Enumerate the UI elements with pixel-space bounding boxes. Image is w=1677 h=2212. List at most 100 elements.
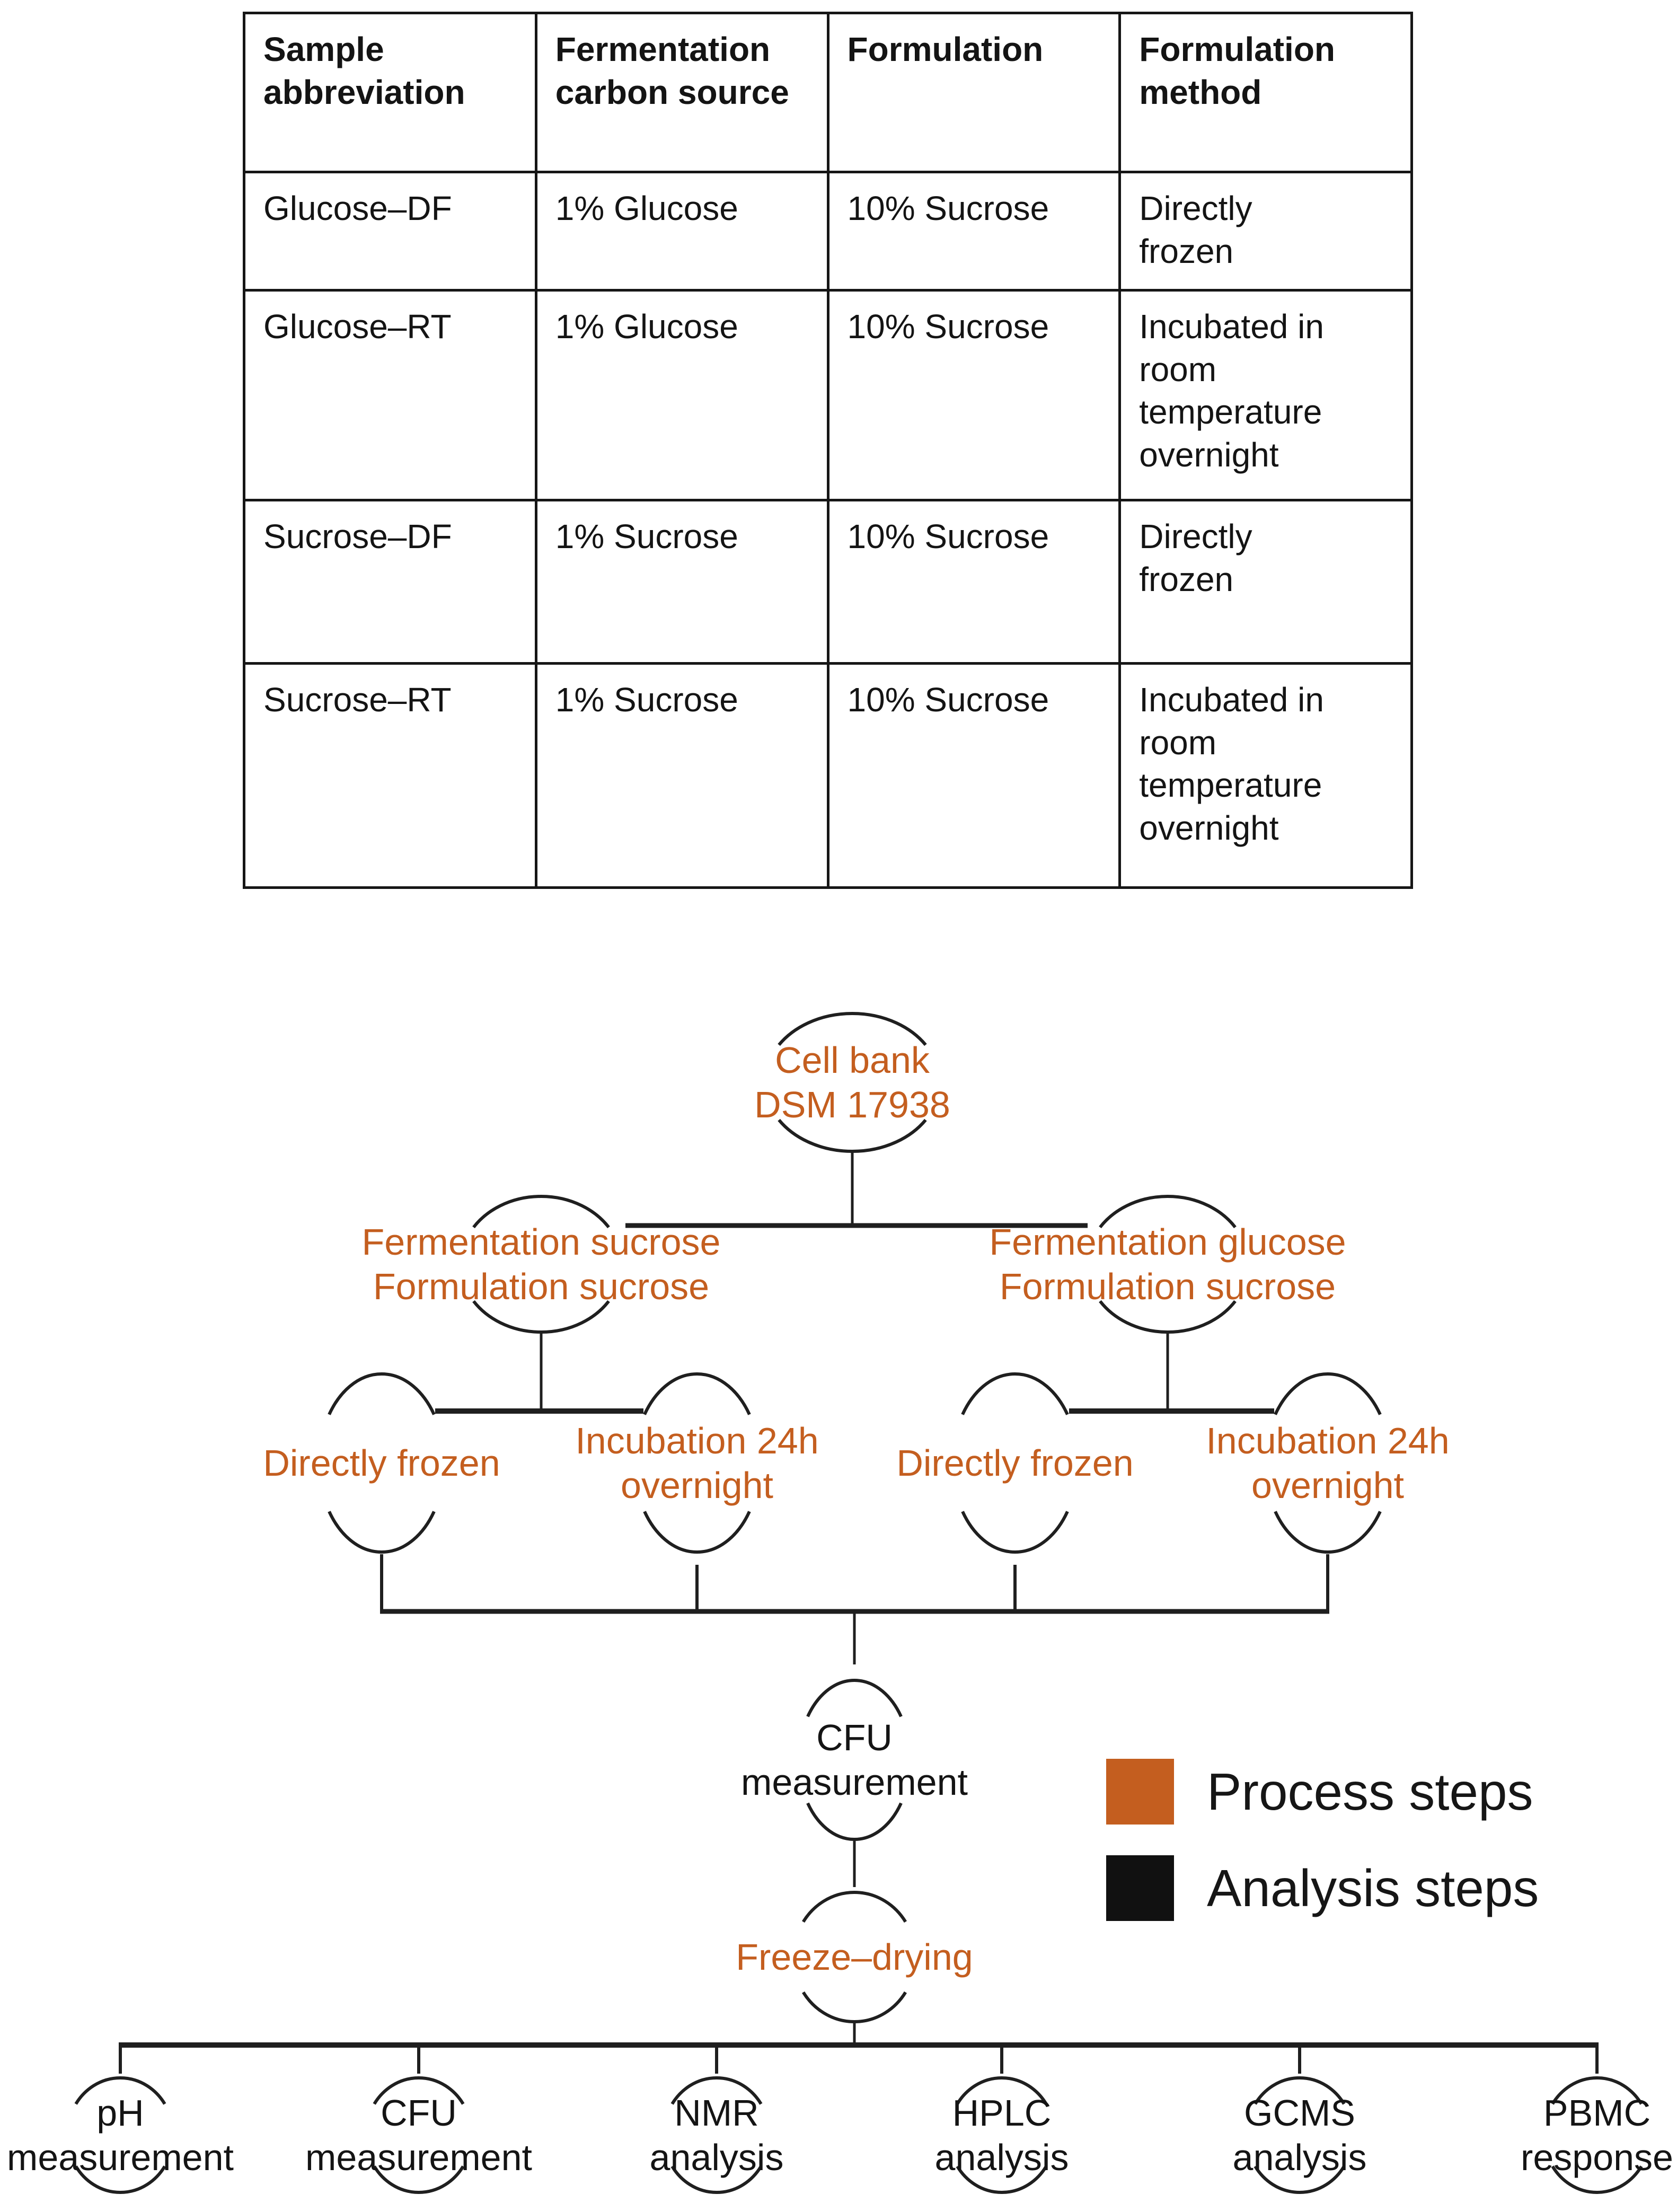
node-label: pH: [96, 2092, 144, 2134]
legend-label-process: Process steps: [1207, 1762, 1533, 1821]
node-label: PBMC: [1543, 2092, 1650, 2134]
node-label: Directly frozen: [263, 1442, 500, 1484]
cell-formulation-method: Directly frozen: [1118, 499, 1413, 665]
node-label: Cell bank: [775, 1039, 930, 1081]
node-ellipse-top-arc: [806, 1679, 903, 1717]
node-label: CFU: [381, 2092, 457, 2134]
col-header-formulation-method: Formulation method: [1118, 12, 1413, 173]
node-ellipse-top-arc: [643, 1372, 751, 1415]
col-header-formulation: Formulation: [826, 12, 1122, 173]
table-row: Sucrose–DF 1% Sucrose 10% Sucrose Direct…: [243, 499, 1413, 665]
node-label: Fermentation glucose: [989, 1221, 1346, 1263]
node-label: Formulation sucrose: [1000, 1266, 1336, 1307]
node-label: Incubation 24h: [1206, 1420, 1449, 1461]
cell-formulation-method: Incubated in room temperature overnight: [1118, 662, 1413, 889]
node-label: overnight: [1251, 1465, 1404, 1506]
node-ellipse-top-arc: [74, 2076, 166, 2105]
node-ellipse-top-arc: [670, 2076, 763, 2105]
legend: Process steps Analysis steps: [1106, 1759, 1539, 1921]
legend-item-process: Process steps: [1106, 1759, 1539, 1825]
node-label: CFU: [816, 1717, 893, 1758]
node-ellipse-bottom-arc: [643, 1511, 751, 1554]
node-ellipse-bottom-arc: [328, 1511, 436, 1554]
node-ellipse-bottom-arc: [806, 1802, 903, 1841]
node-label: analysis: [650, 2137, 784, 2178]
cell-formulation: 10% Sucrose: [826, 289, 1122, 501]
cell-sample: Glucose–RT: [243, 289, 537, 501]
node-ellipse-bottom-arc: [778, 1118, 927, 1153]
node-ellipse-bottom-arc: [1274, 1511, 1382, 1554]
node-ellipse-top-arc: [1274, 1372, 1382, 1415]
node-ellipse-bottom-arc: [1099, 1300, 1237, 1334]
node-ellipse-bottom-arc: [956, 2165, 1048, 2194]
node-ellipse-top-arc: [778, 1012, 927, 1046]
node-label: measurement: [741, 1761, 968, 1803]
node-label: Fermentation sucrose: [362, 1221, 721, 1263]
node-ellipse-top-arc: [373, 2076, 465, 2105]
node-label: overnight: [621, 1465, 773, 1506]
col-header-fermentation-carbon-source: Fermentation carbon source: [534, 12, 829, 173]
node-label: Incubation 24h: [575, 1420, 818, 1461]
cell-formulation-method: Incubated in room temperature overnight: [1118, 289, 1413, 501]
node-ellipse-bottom-arc: [801, 1991, 907, 2023]
node-label: Formulation sucrose: [373, 1266, 709, 1307]
node-ellipse-top-arc: [1254, 2076, 1346, 2105]
node-ellipse-top-arc: [801, 1891, 907, 1923]
node-ellipse-bottom-arc: [670, 2165, 763, 2194]
node-label: NMR: [674, 2092, 758, 2134]
node-label: response: [1521, 2137, 1673, 2178]
node-ellipse-bottom-arc: [74, 2165, 166, 2194]
process-steps-swatch: [1106, 1759, 1174, 1825]
cell-formulation: 10% Sucrose: [826, 171, 1122, 292]
node-label: analysis: [935, 2137, 1069, 2178]
cell-formulation: 10% Sucrose: [826, 499, 1122, 665]
node-label: HPLC: [952, 2092, 1052, 2134]
table-row: Glucose–DF 1% Glucose 10% Sucrose Direct…: [243, 171, 1413, 292]
node-label: Freeze–drying: [736, 1936, 973, 1978]
legend-label-analysis: Analysis steps: [1207, 1858, 1539, 1917]
analysis-steps-swatch: [1106, 1855, 1174, 1921]
node-label: analysis: [1233, 2137, 1367, 2178]
node-label: DSM 17938: [754, 1084, 950, 1125]
node-label: measurement: [305, 2137, 532, 2178]
node-label: GCMS: [1244, 2092, 1355, 2134]
cell-carbon-source: 1% Glucose: [534, 289, 829, 501]
cell-sample: Sucrose–RT: [243, 662, 537, 889]
node-ellipse-bottom-arc: [373, 2165, 465, 2194]
node-ellipse-top-arc: [956, 2076, 1048, 2105]
node-ellipse-bottom-arc: [1551, 2165, 1643, 2194]
node-ellipse-top-arc: [1551, 2076, 1643, 2105]
node-ellipse-top-arc: [1099, 1195, 1237, 1229]
cell-carbon-source: 1% Glucose: [534, 171, 829, 292]
node-ellipse-bottom-arc: [1254, 2165, 1346, 2194]
node-ellipse-top-arc: [472, 1195, 610, 1229]
node-ellipse-top-arc: [961, 1372, 1069, 1415]
cell-formulation-method: Directly frozen: [1118, 171, 1413, 292]
cell-carbon-source: 1% Sucrose: [534, 499, 829, 665]
table-row: Glucose–RT 1% Glucose 10% Sucrose Incuba…: [243, 289, 1413, 501]
node-directly-frozen-sucrose: Directly frozen: [263, 1372, 500, 1554]
node-ellipse-bottom-arc: [472, 1300, 610, 1334]
sample-table: Sample abbreviation Fermentation carbon …: [243, 12, 1413, 889]
legend-item-analysis: Analysis steps: [1106, 1855, 1539, 1921]
node-label: Directly frozen: [896, 1442, 1133, 1484]
node-freeze-drying: Freeze–drying: [736, 1891, 973, 2023]
node-ellipse-bottom-arc: [961, 1511, 1069, 1554]
cell-carbon-source: 1% Sucrose: [534, 662, 829, 889]
cell-sample: Sucrose–DF: [243, 499, 537, 665]
cell-sample: Glucose–DF: [243, 171, 537, 292]
node-directly-frozen-glucose: Directly frozen: [896, 1372, 1134, 1554]
